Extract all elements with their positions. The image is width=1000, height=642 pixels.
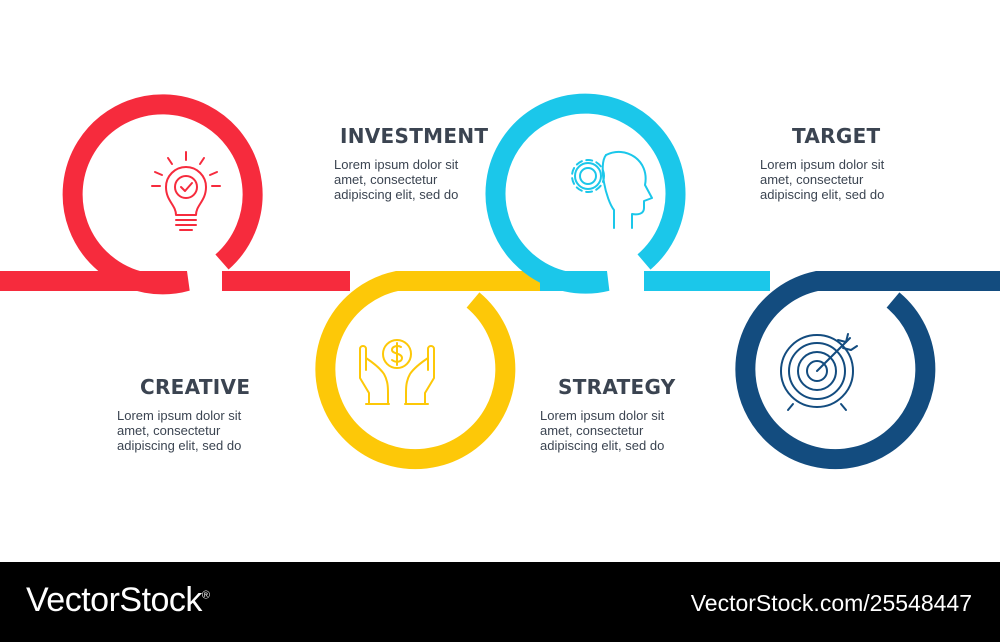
image-id-text: VectorStock.com/25548447: [690, 590, 972, 616]
watermark-footer: VectorStock® VectorStock.com/25548447: [0, 562, 1000, 642]
step-creative-label: CREATIVE Lorem ipsum dolor sit amet, con…: [117, 375, 287, 453]
navy-loop: [735, 271, 1000, 470]
step-title: CREATIVE: [140, 375, 251, 399]
step-title: INVESTMENT: [340, 124, 489, 148]
yellow-loop: [315, 271, 560, 470]
cyan-loop: [485, 93, 686, 294]
step-target-label: TARGET Lorem ipsum dolor sit amet, conse…: [760, 124, 930, 202]
step-title: TARGET: [792, 124, 881, 148]
step-description: Lorem ipsum dolor sit amet, consectetur …: [540, 408, 665, 453]
step-description: Lorem ipsum dolor sit amet, consectetur …: [117, 408, 242, 453]
hands-dollar-coin-icon: [359, 339, 435, 405]
step-investment-label: INVESTMENT Lorem ipsum dolor sit amet, c…: [334, 124, 504, 202]
red-ribbon: [0, 94, 350, 295]
target-arrow-icon: [780, 333, 858, 411]
lightbulb-check-icon: [151, 151, 221, 231]
red-loop: [0, 94, 263, 295]
step-description: Lorem ipsum dolor sit amet, consectetur …: [334, 157, 459, 202]
yellow-ribbon: [315, 271, 560, 470]
ribbon-diagram: [0, 93, 1000, 470]
step-description: Lorem ipsum dolor sit amet, consectetur …: [760, 157, 885, 202]
cyan-ribbon: [485, 93, 770, 294]
vectorstock-logo: VectorStock®: [26, 581, 210, 619]
head-gear-icon: [571, 150, 653, 229]
step-title: STRATEGY: [558, 375, 676, 399]
step-strategy-label: STRATEGY Lorem ipsum dolor sit amet, con…: [540, 375, 710, 453]
navy-ribbon: [735, 271, 1000, 470]
infographic-canvas: INVESTMENT Lorem ipsum dolor sit amet, c…: [0, 93, 1000, 470]
